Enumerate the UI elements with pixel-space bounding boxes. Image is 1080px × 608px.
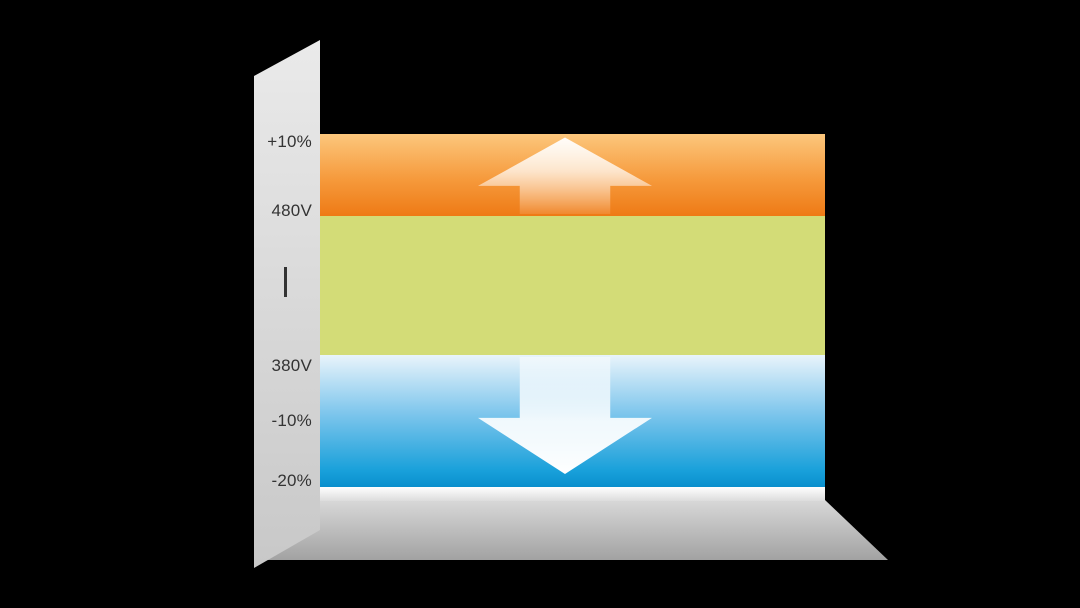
axis-label-minus-10: -10%	[271, 411, 312, 430]
axis-label-380v: 380V	[271, 356, 312, 375]
axis-label-minus-20: -20%	[271, 471, 312, 490]
band-orange-overvoltage	[320, 134, 825, 216]
axis-panel	[254, 40, 320, 568]
base-highlight-strip	[320, 487, 825, 501]
axis-label-plus-10: +10%	[267, 132, 312, 151]
floor-base	[254, 500, 888, 560]
band-green-nominal	[320, 216, 825, 355]
axis-label-480v: 480V	[271, 201, 312, 220]
down-arrow-icon	[478, 357, 652, 474]
up-arrow-icon	[478, 137, 652, 214]
band-blue-undervoltage	[320, 355, 825, 487]
axis-tick-mark	[284, 267, 287, 297]
